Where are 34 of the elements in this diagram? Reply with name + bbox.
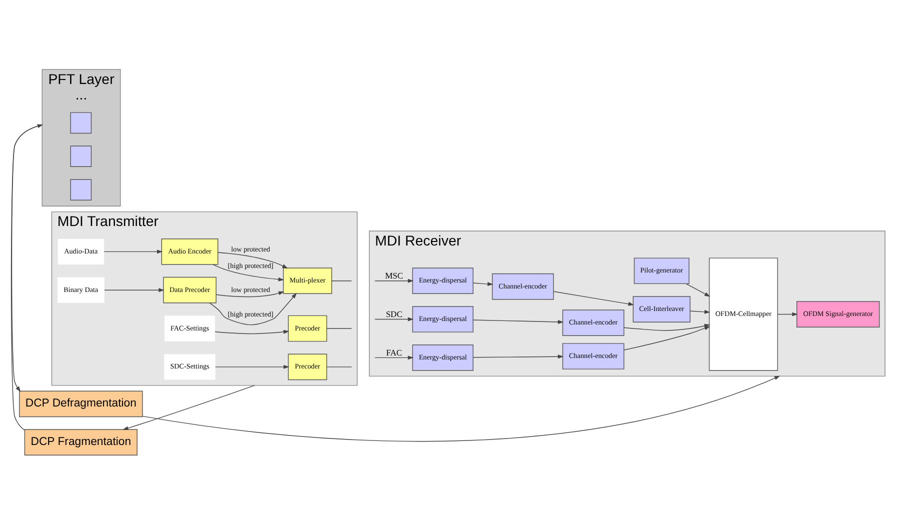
- arrow: [214, 330, 290, 334]
- arrow: [472, 320, 564, 324]
- edge-label: SDC: [386, 308, 402, 319]
- node-box: [70, 146, 92, 167]
- connector: [326, 328, 352, 329]
- arrow: [218, 252, 288, 268]
- arrow: [686, 283, 710, 297]
- arrow: [472, 282, 494, 286]
- arrow: [122, 385, 255, 430]
- arrow: [212, 264, 284, 282]
- arrow: [553, 291, 634, 306]
- arrow: [215, 364, 290, 369]
- arrow: [624, 324, 710, 331]
- node-box: [70, 179, 92, 200]
- arrow: [624, 326, 710, 350]
- arrow: [777, 312, 798, 316]
- node-box: DCP Defragmentation: [19, 390, 143, 418]
- arrow: [142, 376, 780, 442]
- arrow: [375, 356, 414, 360]
- connector: [331, 280, 352, 282]
- arrow: [209, 292, 297, 326]
- arrow: [104, 288, 164, 292]
- node-box: DCP Fragmentation: [24, 429, 138, 456]
- edge-label: FAC: [386, 347, 402, 358]
- edge-label: MSC: [385, 270, 404, 280]
- cluster: PFT Layer ...: [42, 69, 121, 206]
- arrow: [690, 310, 710, 314]
- node-box: [70, 112, 92, 134]
- arrow: [216, 291, 284, 298]
- arrow: [375, 317, 414, 322]
- arrow: [104, 250, 163, 254]
- connector: [326, 366, 352, 368]
- arrow: [472, 354, 564, 359]
- arrow: [375, 278, 414, 283]
